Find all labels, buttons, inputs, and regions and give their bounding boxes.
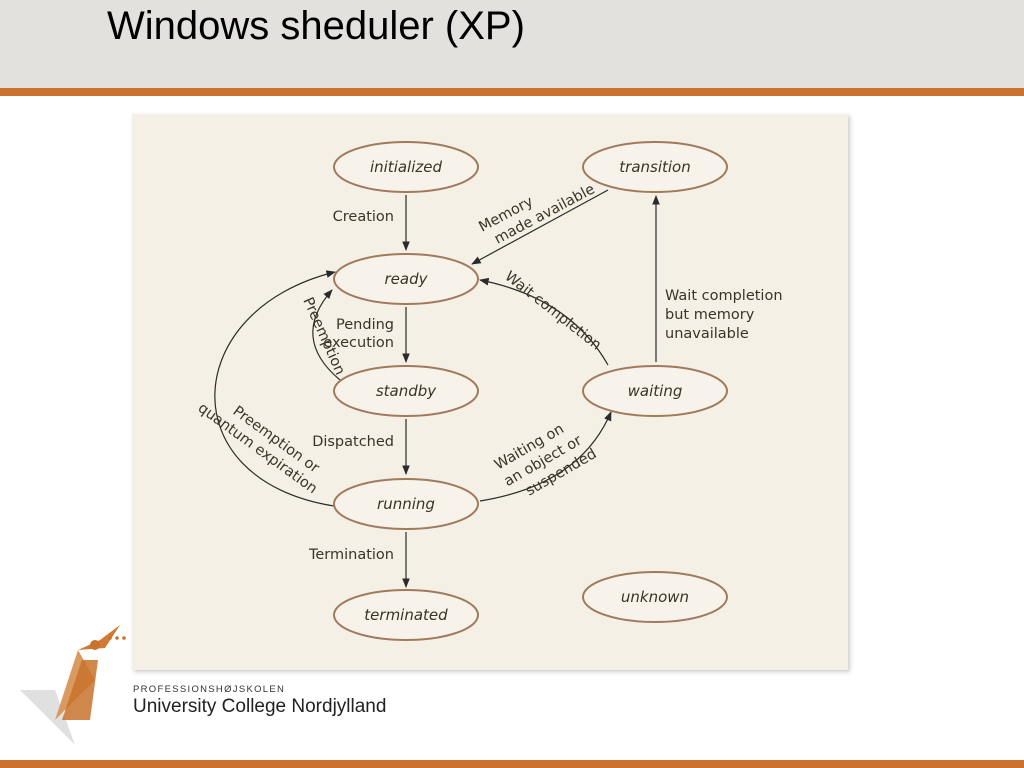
svg-text:unknown: unknown (621, 588, 689, 606)
state-initialized: initialized (333, 141, 479, 193)
logo-school-large: University College Nordjylland (133, 696, 387, 717)
svg-text:standby: standby (376, 382, 437, 400)
title-bar: Windows sheduler (XP) (0, 0, 1024, 88)
svg-text:execution: execution (323, 335, 394, 351)
svg-text:but memory: but memory (665, 307, 755, 323)
state-waiting: waiting (582, 365, 728, 417)
accent-rule-bottom (0, 760, 1024, 768)
edge-wait-completion (479, 277, 609, 366)
svg-text:initialized: initialized (370, 158, 443, 176)
svg-text:ready: ready (385, 270, 429, 288)
edge-preemption-quantum (214, 270, 336, 507)
logo-school-small: PROFESSIONSHØJSKOLEN (133, 684, 286, 695)
label-pending-execution: Pending execution (323, 317, 394, 351)
edge-memory-available (471, 189, 609, 265)
state-running: running (333, 478, 479, 530)
label-dispatched: Dispatched (312, 434, 394, 450)
slide-title: Windows sheduler (XP) (107, 4, 525, 48)
school-logo-icon (20, 625, 126, 745)
label-creation: Creation (333, 209, 394, 225)
state-unknown: unknown (582, 571, 728, 623)
label-termination: Termination (308, 547, 394, 563)
svg-text:unavailable: unavailable (665, 326, 749, 342)
state-terminated: terminated (333, 589, 479, 641)
svg-text:Pending: Pending (336, 317, 394, 333)
edge-preemption (312, 289, 341, 381)
accent-rule-top (0, 88, 1024, 96)
svg-text:running: running (377, 495, 435, 513)
state-standby: standby (333, 365, 479, 417)
label-wait-no-memory: Wait completion but memory unavailable (665, 288, 783, 342)
state-ready: ready (333, 253, 479, 305)
figure-background (132, 114, 848, 670)
svg-text:waiting: waiting (628, 382, 683, 400)
edge-waiting-on-object (479, 411, 612, 502)
svg-text:Wait completion: Wait completion (665, 288, 783, 304)
state-transition: transition (582, 141, 728, 193)
svg-text:terminated: terminated (364, 606, 448, 624)
svg-text:transition: transition (619, 158, 690, 176)
